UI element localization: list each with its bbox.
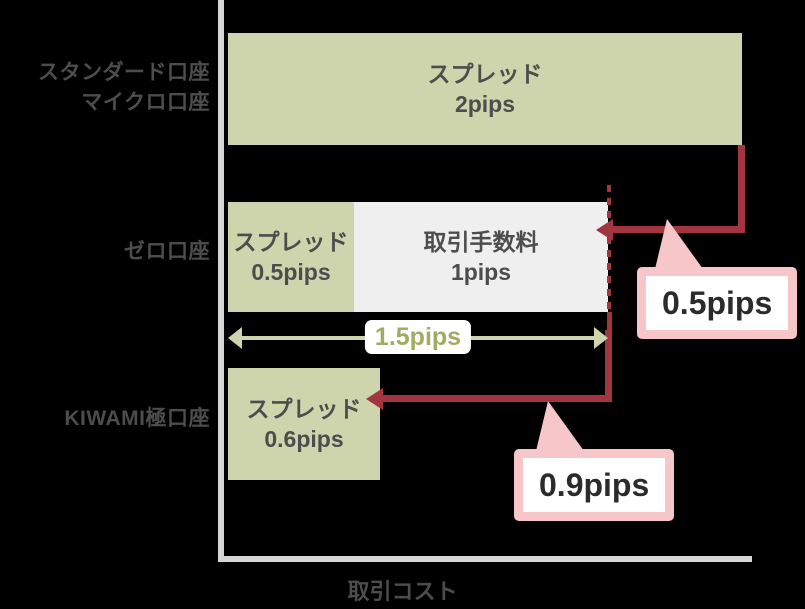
- span-arrow-zero-total: 1.5pips: [228, 320, 608, 354]
- arrow-vertical-segment: [605, 330, 612, 402]
- callout-0.5pips-text: 0.5pips: [646, 276, 789, 330]
- callout-tail-icon: [536, 401, 584, 451]
- bar-standard-spread: スプレッド 2pips: [228, 33, 742, 145]
- bar-kiwami-spread: スプレッド 0.6pips: [228, 368, 380, 480]
- row-label-zero: ゼロ口座: [124, 237, 210, 267]
- row-label-standard-line1: スタンダード口座: [38, 61, 210, 84]
- callout-tail-icon: [655, 219, 703, 269]
- row-label-standard-line2: マイクロ口座: [81, 91, 210, 114]
- arrow-head-right-icon: [594, 327, 608, 349]
- arrow-horizontal-segment: [382, 395, 610, 402]
- bar-zero-commission-value: 1pips: [450, 259, 512, 285]
- callout-0.9pips-text: 0.9pips: [523, 458, 666, 512]
- arrow-head-icon: [596, 219, 613, 241]
- bar-zero-commission-title: 取引手数料: [423, 229, 539, 255]
- bar-zero-spread-title: スプレッド: [233, 229, 349, 255]
- callout-0.9pips: 0.9pips: [514, 401, 675, 521]
- bar-standard-spread-title: スプレッド: [427, 61, 543, 87]
- reference-dashed-line: [607, 185, 611, 313]
- x-axis-title: 取引コスト: [347, 579, 458, 604]
- bar-zero-commission: 取引手数料 1pips: [354, 202, 608, 312]
- bar-zero-spread-value: 0.5pips: [251, 259, 331, 285]
- row-label-kiwami: KIWAMI極口座: [64, 404, 210, 434]
- bar-kiwami-spread-title: スプレッド: [246, 396, 362, 422]
- row-label-zero-line1: ゼロ口座: [124, 240, 210, 263]
- arrow-vertical-segment: [738, 145, 745, 233]
- arrow-head-icon: [366, 388, 383, 410]
- bar-zero-spread: スプレッド 0.5pips: [228, 202, 354, 312]
- y-axis-line: [218, 0, 224, 562]
- callout-0.5pips: 0.5pips: [637, 219, 798, 339]
- bar-standard-spread-value: 2pips: [454, 91, 516, 117]
- row-label-kiwami-line1: KIWAMI極口座: [64, 407, 210, 430]
- bar-kiwami-spread-value: 0.6pips: [264, 426, 344, 452]
- x-axis-line: [218, 556, 752, 562]
- arrow-head-left-icon: [228, 327, 242, 349]
- span-arrow-label: 1.5pips: [364, 320, 472, 354]
- row-label-standard: スタンダード口座 マイクロ口座: [38, 58, 210, 118]
